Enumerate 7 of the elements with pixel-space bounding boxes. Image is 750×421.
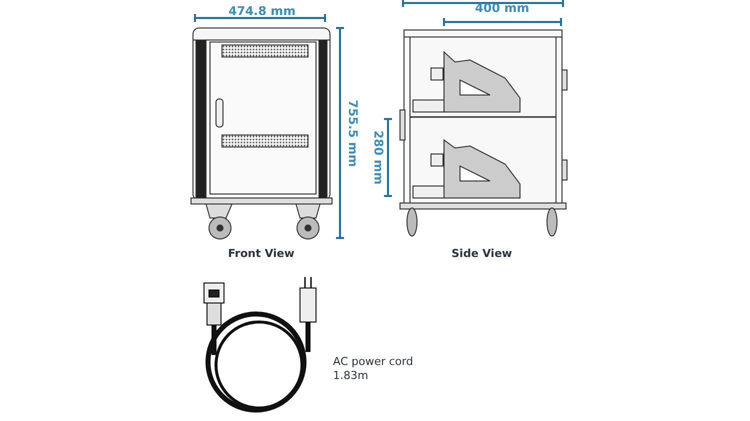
dimension-label: 400 mm xyxy=(475,1,530,16)
dimension-label: 474.8 mm xyxy=(228,4,296,19)
dimension-label: 280 mm xyxy=(370,130,386,184)
cord-caption: AC power cord 1.83m xyxy=(333,355,414,382)
view-caption: Side View xyxy=(452,247,512,261)
dimension-label: 755.5 mm xyxy=(344,99,360,167)
view-caption: Front View xyxy=(228,247,294,261)
